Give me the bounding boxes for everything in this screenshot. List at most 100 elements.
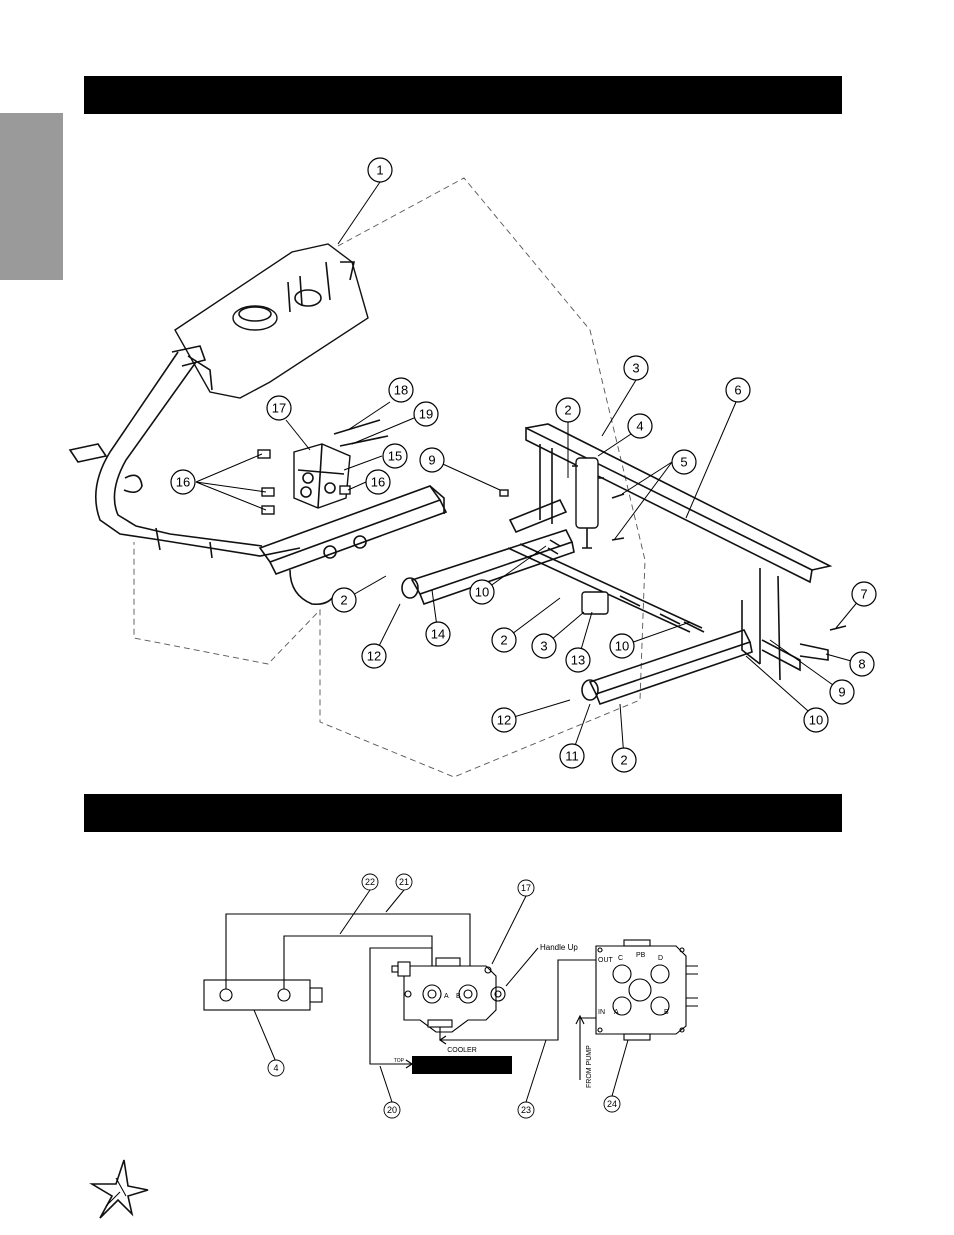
handle-frame [68, 345, 301, 559]
hose-23 [439, 959, 596, 1041]
schematic-callout-4: 4 [267, 1059, 285, 1077]
hardware-fittings [257, 419, 847, 633]
callout-3-a: 3 [623, 355, 649, 381]
svg-text:4: 4 [636, 419, 643, 434]
svg-text:C: C [618, 955, 623, 962]
deck-plate [174, 243, 369, 399]
svg-text:B: B [664, 1009, 669, 1016]
svg-text:IN: IN [598, 1009, 605, 1016]
callout-16-a: 16 [170, 469, 196, 495]
callout-10-a: 10 [469, 579, 495, 605]
svg-text:11: 11 [565, 749, 579, 764]
hydraulic-cylinder [572, 457, 604, 549]
callout-13: 13 [565, 647, 591, 673]
schematic-callout-24: 24 [603, 1095, 621, 1113]
svg-text:12: 12 [497, 713, 511, 728]
svg-text:24: 24 [607, 1099, 617, 1109]
svg-text:1: 1 [376, 163, 383, 178]
callout-12-b: 12 [491, 707, 517, 733]
svg-text:20: 20 [387, 1105, 397, 1115]
callout-2-a: 2 [555, 397, 581, 423]
svg-text:OUT: OUT [598, 957, 614, 964]
schematic-pump: OUT C PB D IN A B [595, 939, 698, 1041]
schematic-callout-20: 20 [383, 1101, 401, 1119]
svg-text:2: 2 [340, 593, 347, 608]
from-pump-label: FROM PUMP [586, 1045, 593, 1088]
callout-1: 1 [367, 157, 393, 183]
assembly-boundary [133, 177, 646, 778]
svg-text:22: 22 [365, 877, 375, 887]
schematic-callout-22: 22 [361, 873, 379, 891]
callout-5: 5 [671, 449, 697, 475]
callout-8: 8 [849, 651, 875, 677]
rear-frame [508, 423, 833, 681]
svg-text:13: 13 [571, 653, 585, 668]
callout-18: 18 [388, 377, 414, 403]
svg-text:PB: PB [636, 952, 646, 959]
lower-cross-rail [258, 485, 448, 606]
schematic-callout-17: 17 [517, 879, 535, 897]
callout-2-d: 2 [611, 747, 637, 773]
svg-text:10: 10 [475, 585, 489, 600]
callout-10-b: 10 [609, 633, 635, 659]
svg-text:9: 9 [428, 453, 435, 468]
svg-text:4: 4 [273, 1063, 278, 1073]
handle-up-label: Handle Up [540, 943, 578, 952]
svg-text:19: 19 [419, 407, 433, 422]
callout-11: 11 [559, 743, 585, 769]
svg-text:TOP: TOP [394, 1058, 405, 1064]
svg-text:2: 2 [564, 403, 571, 418]
callout-6: 6 [725, 377, 751, 403]
svg-text:7: 7 [860, 587, 867, 602]
svg-text:2: 2 [620, 753, 627, 768]
svg-text:14: 14 [431, 627, 445, 642]
callout-9-b: 9 [829, 679, 855, 705]
callout-12-a: 12 [361, 643, 387, 669]
svg-text:15: 15 [388, 449, 402, 464]
callout-10-c: 10 [803, 707, 829, 733]
svg-text:3: 3 [540, 639, 547, 654]
pivot-block [581, 591, 609, 615]
svg-text:A: A [614, 1009, 619, 1016]
brand-star-logo [89, 1159, 149, 1219]
callout-19: 19 [413, 401, 439, 427]
hose-20 [369, 947, 433, 1065]
callout-3-b: 3 [531, 633, 557, 659]
callout-2-c: 2 [491, 627, 517, 653]
callout-14: 14 [425, 621, 451, 647]
hose-21 [225, 913, 471, 989]
oil-cooler: COOLER TOP [394, 1047, 512, 1074]
section-side-tab [0, 113, 63, 280]
section-banner-middle [84, 794, 842, 832]
svg-text:10: 10 [809, 713, 823, 728]
svg-text:10: 10 [615, 639, 629, 654]
svg-text:8: 8 [858, 657, 865, 672]
callout-7: 7 [851, 581, 877, 607]
svg-text:18: 18 [394, 383, 408, 398]
section-banner-top [84, 76, 842, 114]
schematic-callout-23: 23 [517, 1101, 535, 1119]
callout-15: 15 [382, 443, 408, 469]
svg-text:23: 23 [521, 1105, 531, 1115]
svg-text:6: 6 [734, 383, 741, 398]
svg-text:21: 21 [399, 877, 409, 887]
svg-text:12: 12 [367, 649, 381, 664]
pump-feed-line [579, 1017, 596, 1080]
svg-text:16: 16 [371, 475, 385, 490]
schematic-leader-lines [253, 889, 629, 1103]
svg-text:2: 2 [500, 633, 507, 648]
svg-text:5: 5 [680, 455, 687, 470]
callout-9-a: 9 [419, 447, 445, 473]
svg-text:B: B [456, 993, 461, 1000]
svg-text:9: 9 [838, 685, 845, 700]
svg-text:D: D [658, 955, 663, 962]
svg-text:COOLER: COOLER [447, 1047, 477, 1054]
control-valve [293, 443, 351, 509]
callout-4: 4 [627, 413, 653, 439]
svg-text:17: 17 [272, 401, 286, 416]
schematic-callout-21: 21 [395, 873, 413, 891]
callout-16-b: 16 [365, 469, 391, 495]
svg-text:A: A [444, 993, 449, 1000]
schematic-control-valve: A B [391, 957, 506, 1033]
